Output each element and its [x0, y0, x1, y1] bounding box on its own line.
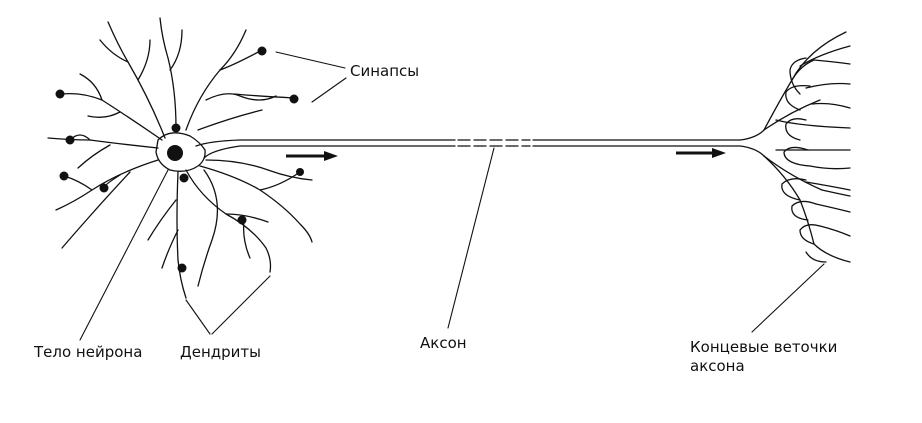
dendrites-lower [147, 159, 313, 299]
axon-body [195, 129, 765, 159]
label-dendrites: Дендриты [180, 343, 261, 361]
pointer-soma [79, 169, 169, 341]
label-axon-terminals-line2: аксона [690, 357, 745, 375]
soma-outline [155, 132, 206, 172]
signal-direction-arrows [286, 148, 726, 161]
synapse-dot [99, 183, 109, 193]
synapse-dot [237, 215, 247, 225]
label-axon-terminals: Концевые веточки аксона [690, 338, 837, 376]
pointer-terminals [751, 263, 825, 333]
pointer-dendrite-1 [185, 299, 211, 335]
axon-terminals [763, 31, 851, 263]
label-axon-terminals-line1: Концевые веточки [690, 338, 838, 356]
arrow-head-left [324, 151, 338, 161]
synapse-dot [179, 173, 189, 183]
arrow-head-right [712, 148, 726, 158]
synapse-dot [257, 46, 267, 56]
pointer-axon [447, 147, 495, 329]
synapse-dot [289, 94, 299, 104]
synapse-dot [65, 135, 75, 145]
label-axon: Аксон [420, 334, 467, 352]
synapse-dot [59, 171, 69, 181]
synapse-dot [171, 123, 181, 133]
dendrites-upper [61, 17, 295, 141]
synapse-dot [55, 89, 65, 99]
pointer-synapse-2 [311, 77, 347, 103]
synapse-dot [177, 263, 187, 273]
pointer-dendrite-2 [211, 275, 271, 335]
pointer-synapse-1 [275, 51, 346, 69]
label-soma: Тело нейрона [34, 343, 143, 361]
synapse-dot [296, 168, 304, 176]
nucleus [167, 145, 183, 161]
label-synapses: Синапсы [350, 62, 420, 80]
dendrites-left [47, 134, 159, 249]
label-pointers [79, 51, 825, 341]
